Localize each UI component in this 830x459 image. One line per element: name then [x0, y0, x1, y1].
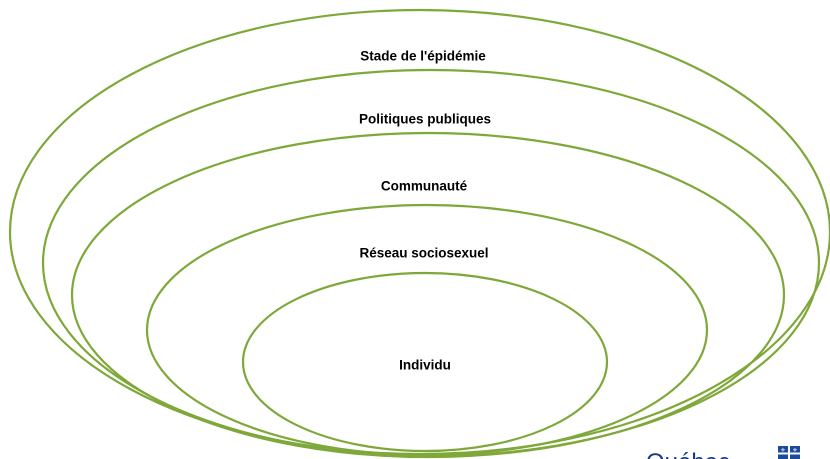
label-politiques: Politiques publiques — [359, 112, 491, 127]
label-communaute: Communauté — [381, 179, 468, 194]
svg-text:⚜: ⚜ — [792, 447, 797, 454]
label-stade: Stade de l'épidémie — [360, 49, 486, 64]
logo-text: Québec — [646, 449, 730, 459]
quebec-flag-icon: ⚜ ⚜ — [778, 446, 800, 459]
label-individu: Individu — [399, 358, 451, 373]
svg-text:⚜: ⚜ — [780, 447, 785, 454]
label-reseau: Réseau sociosexuel — [359, 246, 488, 261]
ring-reseau — [145, 203, 709, 457]
ring-individu — [241, 271, 609, 453]
quebec-logo: Québec ⚜ ⚜ — [646, 446, 800, 459]
ring-communaute — [70, 131, 786, 459]
